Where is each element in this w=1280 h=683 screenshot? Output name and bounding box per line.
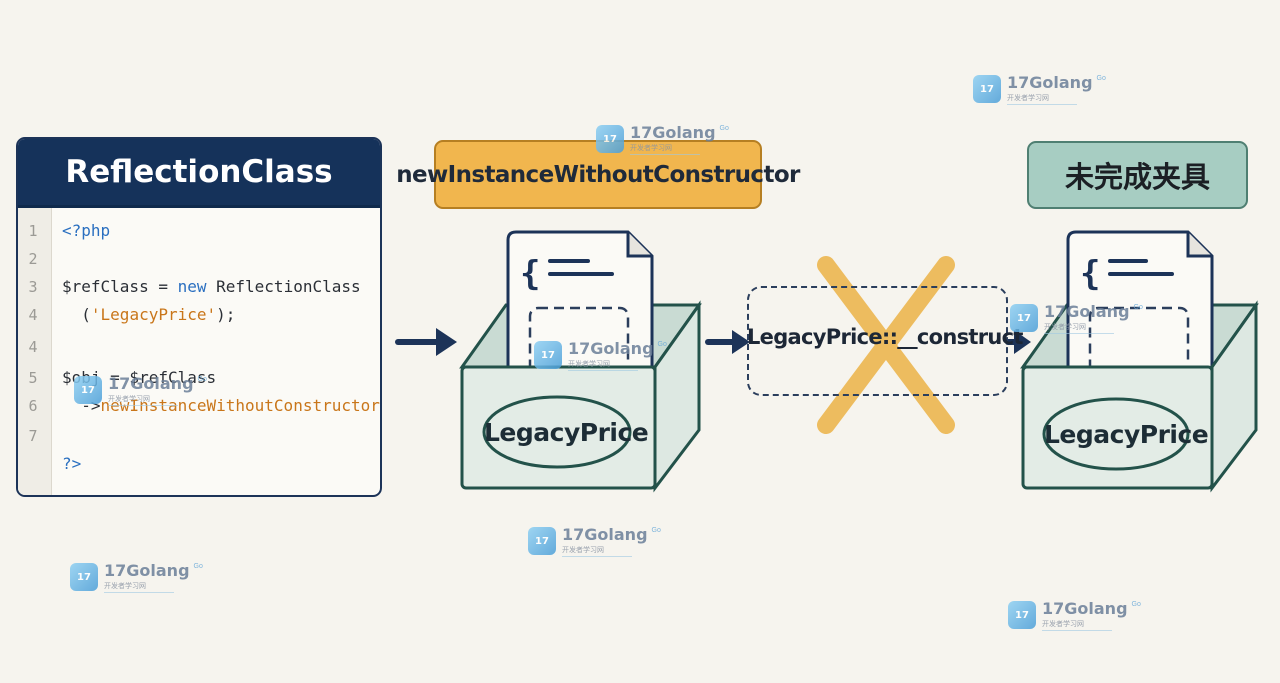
line-number: 3 bbox=[28, 278, 38, 296]
watermark-underline bbox=[630, 154, 700, 155]
watermark-tagline: 开发者学习网 bbox=[562, 547, 604, 554]
line-number: 1 bbox=[28, 222, 38, 240]
watermark-logo-icon: 17 bbox=[70, 563, 98, 591]
line-number: 7 bbox=[28, 427, 38, 445]
code-panel-title: ReflectionClass bbox=[18, 139, 380, 208]
line-number: 2 bbox=[28, 250, 38, 268]
watermark-tagline: 开发者学习网 bbox=[1042, 621, 1084, 628]
watermark-brand: 17Golang bbox=[1042, 599, 1128, 618]
arrow-box-to-constructor bbox=[705, 330, 750, 354]
watermark-brand: 17Golang bbox=[562, 525, 648, 544]
watermark-logo-icon: 17 bbox=[74, 376, 102, 404]
code-token: ( bbox=[62, 305, 91, 324]
watermark-badge: Go bbox=[197, 376, 207, 383]
watermark-underline bbox=[568, 370, 638, 371]
code-token: $refClass = bbox=[62, 277, 178, 296]
watermark-tagline: 开发者学习网 bbox=[630, 145, 672, 152]
code-text: ('LegacyPrice'); bbox=[62, 303, 235, 327]
watermark-badge: Go bbox=[1131, 601, 1141, 608]
code-token: ?> bbox=[62, 454, 82, 473]
code-text: $refClass = new ReflectionClass bbox=[62, 275, 361, 299]
watermark-underline bbox=[1044, 333, 1114, 334]
svg-text:{: { bbox=[520, 254, 540, 294]
code-panel: ReflectionClass 1 <?php 2 3 $refClass = new … bbox=[16, 137, 382, 497]
watermark-logo-icon: 17 bbox=[1008, 601, 1036, 629]
code-token: <?php bbox=[62, 221, 111, 240]
code-text: <?php bbox=[62, 219, 110, 243]
code-token: ReflectionClass bbox=[206, 277, 361, 296]
line-number: 5 bbox=[28, 369, 38, 387]
result-label: 未完成夹具 bbox=[1027, 141, 1248, 209]
arrow-constructor-to-result bbox=[1005, 330, 1031, 354]
watermark-underline bbox=[104, 592, 174, 593]
watermark-badge: Go bbox=[719, 125, 729, 132]
watermark-tagline: 开发者学习网 bbox=[1044, 324, 1086, 331]
line-number: 6 bbox=[28, 397, 38, 415]
watermark-badge: Go bbox=[651, 527, 661, 534]
watermark-tagline: 开发者学习网 bbox=[108, 396, 150, 403]
watermark-badge: Go bbox=[657, 341, 667, 348]
watermark-brand: 17Golang bbox=[1007, 73, 1093, 92]
watermark-underline bbox=[1042, 630, 1112, 631]
code-token: newInstanceWithoutConstructor bbox=[100, 396, 380, 415]
watermark-logo-icon: 17 bbox=[534, 341, 562, 369]
watermark-underline bbox=[108, 405, 178, 406]
watermark-logo-icon: 17 bbox=[1010, 304, 1038, 332]
code-token: (); bbox=[380, 396, 381, 415]
code-token: new bbox=[177, 277, 207, 296]
watermark-brand: 17Golang bbox=[108, 374, 194, 393]
watermark-underline bbox=[562, 556, 632, 557]
watermark-brand: 17Golang bbox=[1044, 302, 1130, 321]
line-number: 4 bbox=[28, 338, 38, 356]
watermark-logo-icon: 17 bbox=[973, 75, 1001, 103]
watermark-brand: 17Golang bbox=[568, 339, 654, 358]
watermark-badge: Go bbox=[1096, 75, 1106, 82]
watermark-logo-icon: 17 bbox=[596, 125, 624, 153]
code-token: ); bbox=[216, 305, 236, 324]
line-number-gutter bbox=[18, 208, 52, 495]
watermark-badge: Go bbox=[1133, 304, 1143, 311]
code-body: 1 <?php 2 3 $refClass = new ReflectionClass 4… bbox=[18, 208, 381, 495]
watermark-tagline: 开发者学习网 bbox=[104, 583, 146, 590]
svg-text:{: { bbox=[1080, 254, 1100, 294]
result-container: { bbox=[1020, 230, 1259, 493]
line-number: 4 bbox=[28, 306, 38, 324]
result-box-label: LegacyPrice bbox=[1044, 420, 1209, 449]
watermark-brand: 17Golang bbox=[630, 123, 716, 142]
cross-icon bbox=[817, 256, 955, 434]
code-text: ?> bbox=[62, 452, 81, 476]
watermark-tagline: 开发者学习网 bbox=[1007, 95, 1049, 102]
code-token: 'LegacyPrice' bbox=[90, 305, 217, 324]
watermark-tagline: 开发者学习网 bbox=[568, 361, 610, 368]
watermark-underline bbox=[1007, 104, 1077, 105]
watermark-brand: 17Golang bbox=[104, 561, 190, 580]
constructor-label: LegacyPrice::__construct bbox=[747, 325, 1023, 349]
constructor-dashed-box bbox=[747, 286, 1008, 396]
arrow-code-to-box bbox=[395, 328, 457, 356]
watermark-badge: Go bbox=[193, 563, 203, 570]
source-container: { bbox=[459, 230, 702, 493]
watermark-logo-icon: 17 bbox=[528, 527, 556, 555]
source-box-label: LegacyPrice bbox=[484, 418, 649, 447]
